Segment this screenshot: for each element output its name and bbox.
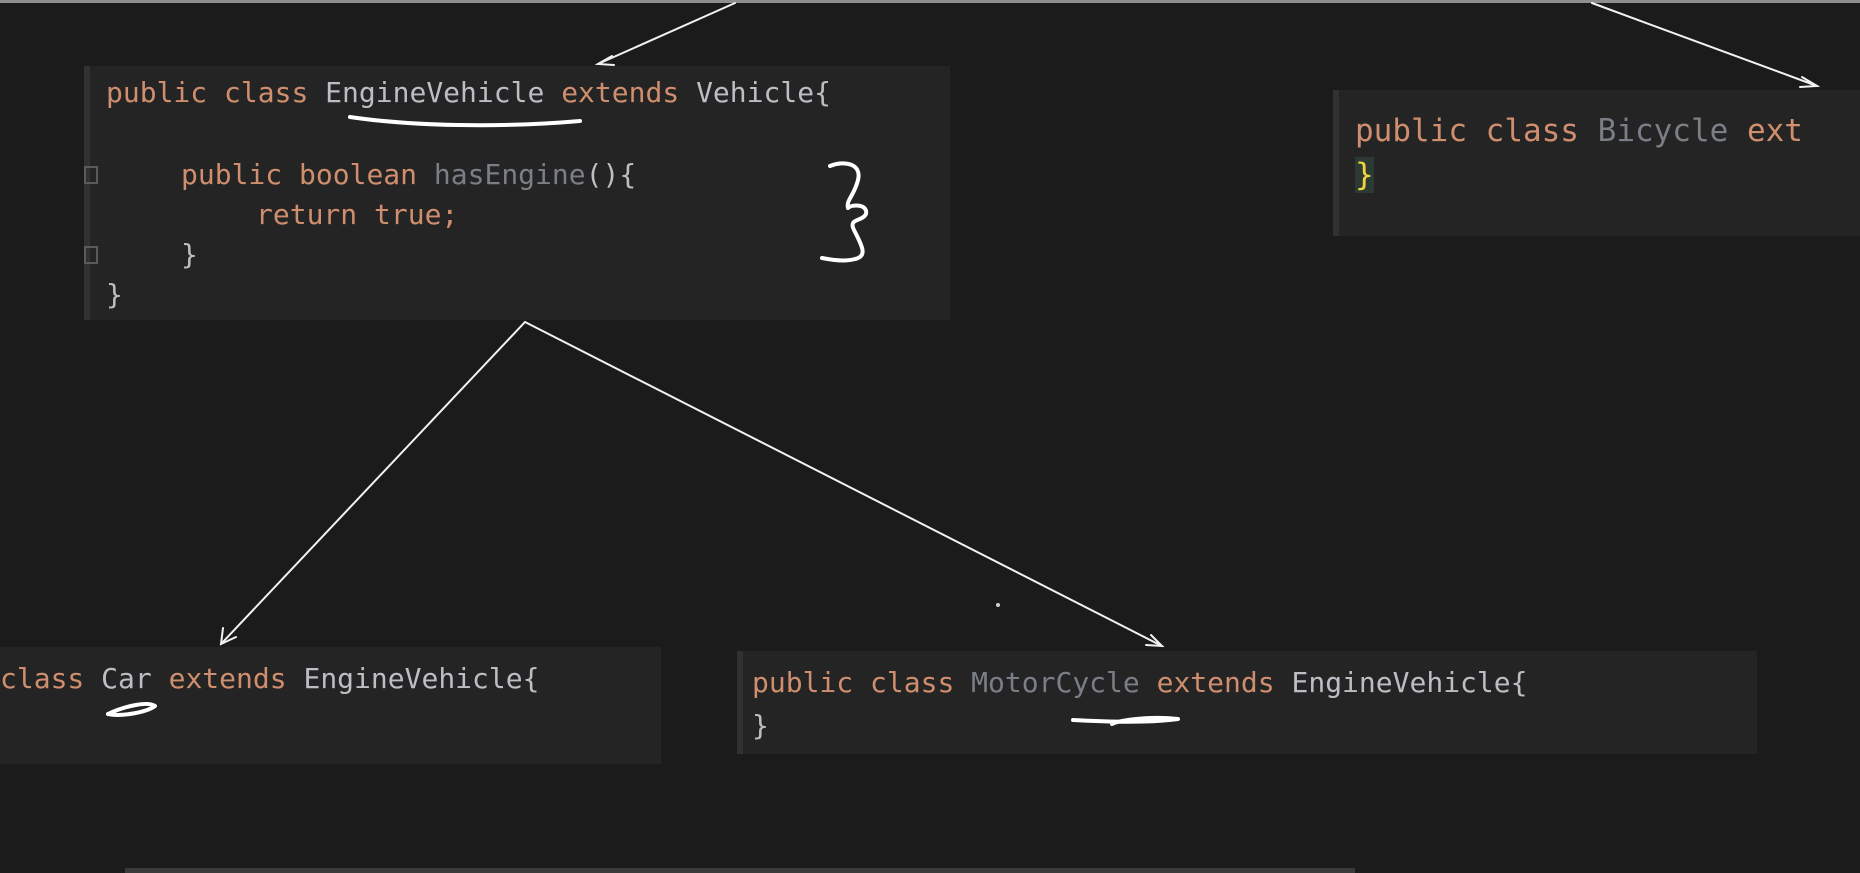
underline-car [106, 702, 157, 717]
engine-vehicle-code-block: public class EngineVehicle extends Vehic… [84, 66, 950, 320]
motorcycle-code-block: public class MotorCycle extends EngineVe… [737, 651, 1757, 754]
code-gutter [1333, 90, 1339, 236]
arrow-vehicle-to-bicycle [1591, 2, 1818, 87]
code-gutter [737, 651, 743, 754]
class-close-brace: } [752, 709, 769, 742]
keyword-class: class [224, 76, 309, 109]
arrowhead-icon [1799, 76, 1821, 88]
top-border [0, 0, 1860, 3]
arrow-engine-vehicle-to-car [220, 321, 526, 645]
class-close-brace-line: } [1355, 155, 1374, 195]
underline-engine-vehicle [348, 115, 582, 128]
parent-class-engine-vehicle: EngineVehicle{ [303, 662, 540, 695]
parent-class-engine-vehicle: EngineVehicle{ [1291, 666, 1528, 699]
keyword-public: public [181, 158, 283, 191]
keyword-public: public [106, 76, 208, 109]
method-name-has-engine: hasEngine [433, 158, 586, 191]
keyword-extends-partial: ext [1746, 113, 1803, 149]
arrowhead-icon [594, 55, 615, 66]
arrowhead-icon [219, 627, 237, 646]
parent-class-vehicle: Vehicle{ [696, 76, 831, 109]
class-name-bicycle: Bicycle [1597, 113, 1729, 149]
class-declaration-line: public class EngineVehicle extends Vehic… [106, 73, 831, 113]
method-declaration-line: public boolean hasEngine(){ [181, 155, 636, 195]
keyword-public: public [1355, 113, 1467, 149]
keyword-extends: extends [1156, 666, 1275, 699]
keyword-boolean: boolean [299, 158, 418, 191]
code-gutter [84, 66, 90, 320]
class-declaration-line: class Car extends EngineVehicle{ [0, 659, 539, 699]
return-statement-line: return true; [256, 198, 459, 231]
class-name-engine-vehicle: EngineVehicle [325, 76, 545, 109]
fold-marker-icon [84, 246, 98, 264]
fold-marker-icon [84, 166, 98, 184]
car-code-block: class Car extends EngineVehicle{ [0, 647, 661, 764]
keyword-class: class [1485, 113, 1579, 149]
bicycle-code-block: public class Bicycle ext } [1333, 90, 1860, 236]
handwritten-brace-icon [820, 161, 869, 263]
keyword-public: public [752, 666, 854, 699]
arrow-engine-vehicle-to-motorcycle [524, 321, 1163, 647]
horizontal-scrollbar[interactable] [125, 868, 1355, 873]
class-declaration-line: public class MotorCycle extends EngineVe… [752, 663, 1528, 703]
class-close-brace: } [106, 278, 123, 311]
keyword-class: class [0, 662, 85, 695]
class-declaration-line: public class Bicycle ext [1355, 111, 1803, 151]
keyword-extends: extends [561, 76, 680, 109]
keyword-extends: extends [168, 662, 287, 695]
highlighted-close-brace: } [1355, 157, 1374, 193]
underline-motorcycle [1071, 715, 1180, 726]
arrow-vehicle-to-engine-vehicle [597, 2, 736, 65]
method-parens: (){ [585, 158, 637, 191]
class-name-motorcycle: MotorCycle [971, 666, 1140, 699]
class-name-car: Car [101, 662, 152, 695]
stray-dot [996, 603, 1000, 607]
arrowhead-icon [1145, 634, 1165, 648]
keyword-class: class [870, 666, 955, 699]
method-close-brace: } [181, 238, 198, 271]
